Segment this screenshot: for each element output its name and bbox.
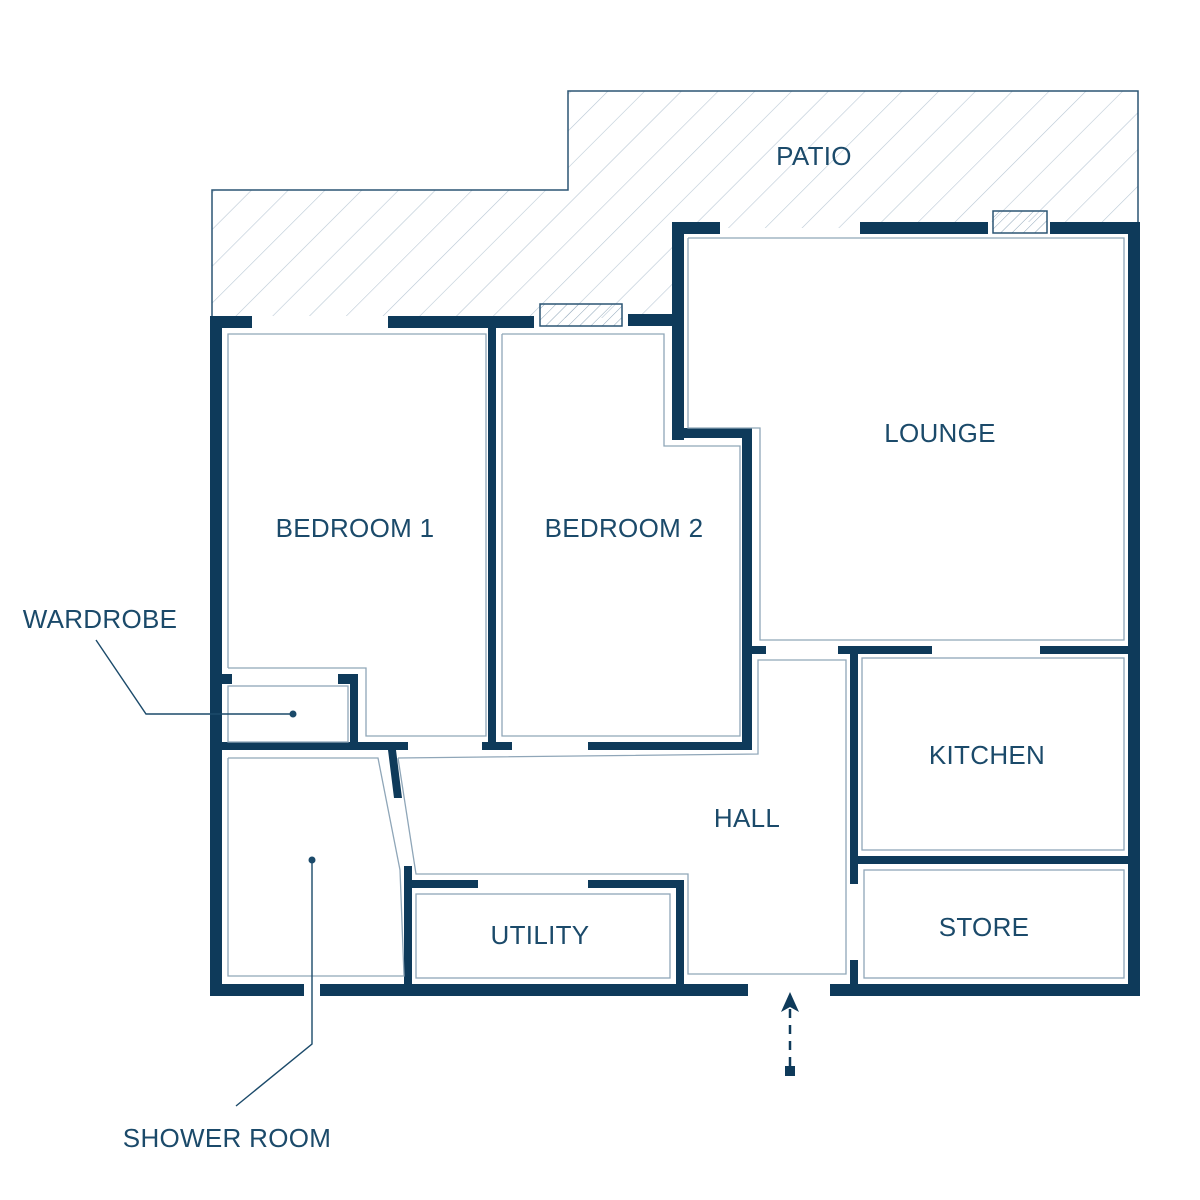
label-wardrobe: WARDROBE: [23, 604, 178, 634]
window-bedroom2: [539, 303, 623, 327]
label-patio: PATIO: [776, 141, 852, 171]
shower-room-leader: [235, 856, 316, 1107]
patio-area: [211, 90, 1139, 318]
inner-lines: [227, 237, 1125, 979]
label-shower-room: SHOWER ROOM: [123, 1123, 331, 1153]
label-store: STORE: [939, 912, 1030, 942]
walls: [210, 222, 1140, 996]
wardrobe-leader: [95, 639, 297, 718]
label-hall: HALL: [714, 803, 780, 833]
label-bedroom-2: BEDROOM 2: [545, 513, 704, 543]
entrance-arrow-icon: [781, 992, 799, 1076]
label-bedroom-1: BEDROOM 1: [276, 513, 435, 543]
window-lounge: [992, 210, 1048, 234]
label-kitchen: KITCHEN: [929, 740, 1045, 770]
label-lounge: LOUNGE: [884, 418, 996, 448]
label-utility: UTILITY: [491, 920, 590, 950]
